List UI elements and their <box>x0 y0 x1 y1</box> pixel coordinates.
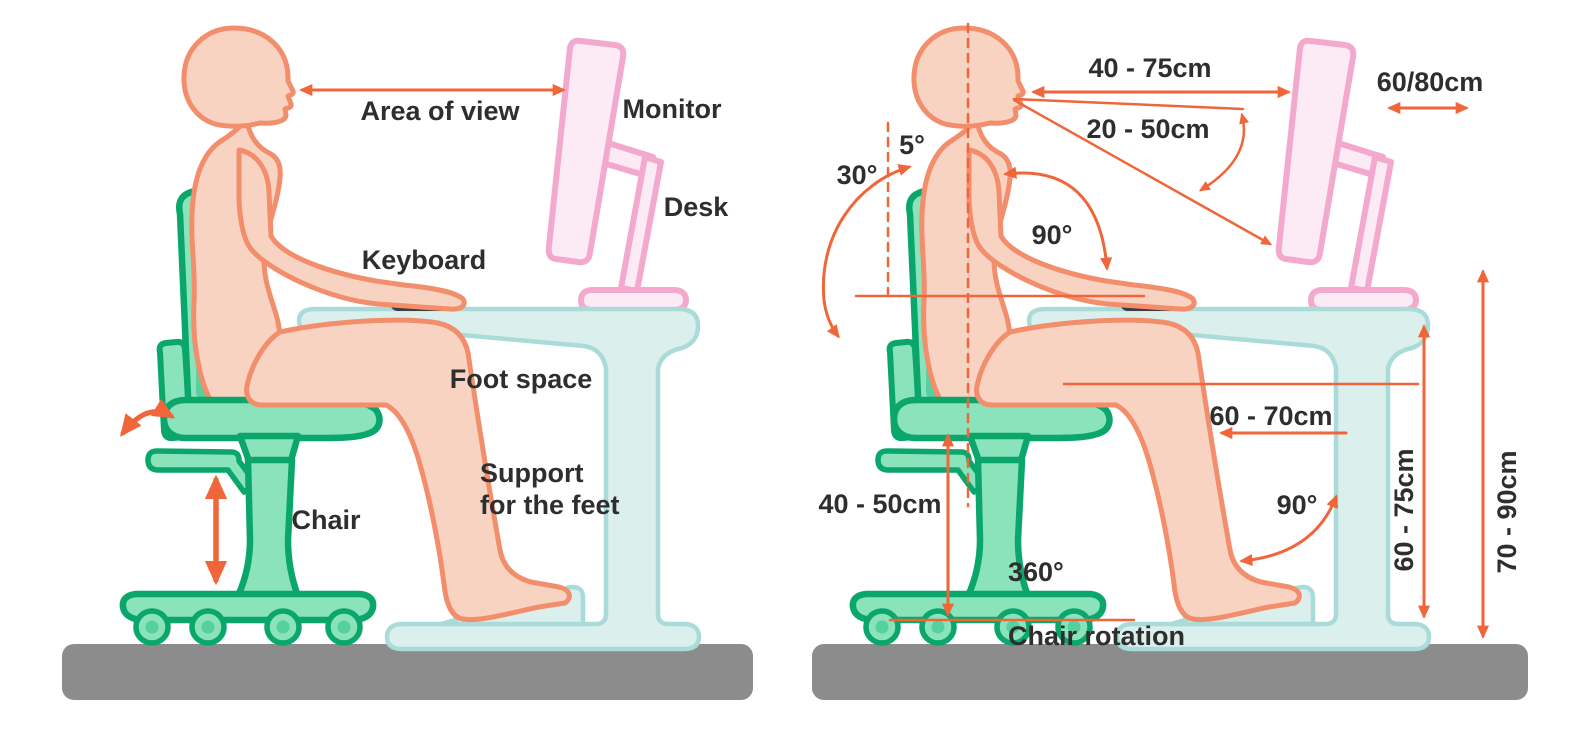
label-area-of-view: Area of view <box>360 96 520 127</box>
floor-left <box>62 644 753 700</box>
measure-chair-rotation: 360° Chair rotation <box>1008 525 1185 684</box>
measure-underdesk-clearance: 60 - 75cm <box>1389 448 1420 572</box>
measure-legroom-depth: 60 - 70cm <box>1209 401 1333 432</box>
seat-tilt-arrow <box>120 398 176 437</box>
chair-rotation-angle: 360° <box>1008 556 1064 587</box>
measure-knee-angle: 90° <box>1276 490 1318 521</box>
label-desk: Desk <box>663 192 729 223</box>
chair-rotation-label: Chair rotation <box>1008 620 1186 651</box>
measure-seat-height: 40 - 50cm <box>818 489 942 520</box>
label-foot-space: Foot space <box>449 364 593 395</box>
measure-eye-distance-max: 40 - 75cm <box>1088 53 1212 84</box>
label-monitor: Monitor <box>622 94 722 125</box>
measure-eye-distance-min: 20 - 50cm <box>1086 114 1210 145</box>
label-foot-support: Support for the feet <box>480 458 620 520</box>
measure-head-tilt: 5° <box>899 130 925 161</box>
measure-recline-angle: 30° <box>836 160 878 191</box>
label-chair: Chair <box>291 505 361 536</box>
elbow-angle-arc <box>1003 166 1113 271</box>
view-angle-arc <box>1198 112 1250 192</box>
knee-angle-arc <box>1239 494 1338 567</box>
measure-desk-depth: 60/80cm <box>1376 67 1484 98</box>
floor-right <box>812 644 1528 700</box>
measure-desk-height: 70 - 90cm <box>1492 450 1523 574</box>
view-fan-lower-line <box>1012 98 1273 246</box>
recline-arc <box>821 164 912 339</box>
measure-elbow-angle: 90° <box>1031 220 1073 251</box>
view-fan-upper-line <box>1012 97 1245 111</box>
label-keyboard: Keyboard <box>361 245 487 276</box>
